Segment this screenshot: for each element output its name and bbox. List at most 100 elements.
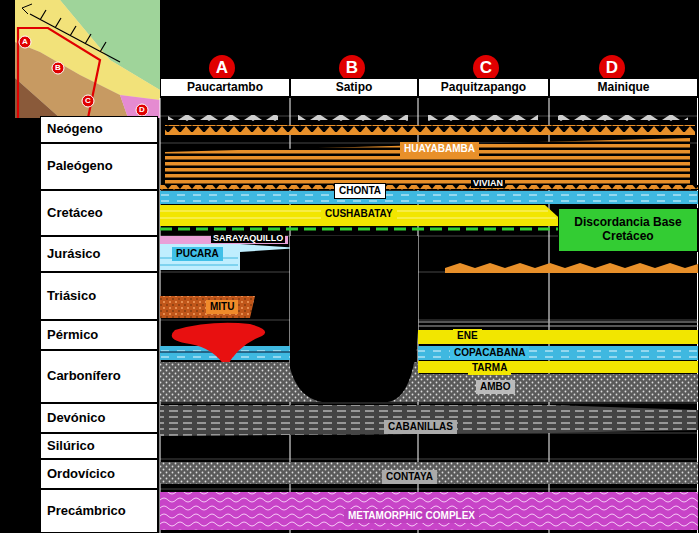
inset-map bbox=[136, 104, 148, 116]
node-text: C bbox=[480, 58, 492, 78]
formation-label: COPACABANA bbox=[450, 346, 529, 360]
strata bbox=[160, 405, 698, 436]
period-box: Jurásico bbox=[40, 236, 158, 272]
formation-label: CONTAYA bbox=[382, 470, 437, 484]
strata bbox=[160, 492, 698, 530]
map-marker: B bbox=[53, 63, 63, 72]
node-text: Triásico bbox=[47, 289, 96, 304]
strata bbox=[290, 236, 418, 402]
strata bbox=[165, 125, 695, 132]
formation-label: PUCARA bbox=[172, 247, 223, 261]
strata bbox=[160, 296, 255, 318]
section-header: Paquitzapango bbox=[418, 78, 549, 97]
formation-label: VIVIAN bbox=[471, 178, 505, 188]
map-marker: D bbox=[137, 105, 147, 114]
strata bbox=[418, 374, 698, 402]
inset-map bbox=[82, 95, 94, 107]
label-text: A bbox=[22, 37, 28, 46]
node-text: B bbox=[346, 58, 358, 78]
strata bbox=[160, 244, 300, 270]
node-text: HUAYABAMBA bbox=[404, 143, 475, 155]
inset-map bbox=[18, 28, 100, 118]
node-text: Satipo bbox=[336, 81, 373, 95]
node-text: Neógeno bbox=[47, 122, 103, 137]
formation-label: MITU bbox=[206, 300, 238, 314]
strata bbox=[418, 361, 698, 373]
section-header: Mainique bbox=[549, 78, 698, 97]
section-header: Satipo bbox=[290, 78, 418, 97]
inset-map bbox=[15, 0, 160, 118]
strata bbox=[298, 115, 408, 121]
period-box: Precámbrico bbox=[40, 489, 158, 533]
strata bbox=[160, 115, 698, 530]
grid-lines bbox=[160, 98, 698, 533]
node-text: COPACABANA bbox=[454, 347, 525, 359]
node-text: Silúrico bbox=[47, 439, 95, 454]
label-text: D bbox=[139, 105, 145, 114]
period-box: Carbonífero bbox=[40, 350, 158, 403]
strata bbox=[445, 263, 698, 273]
formation-label: ENE bbox=[453, 329, 482, 343]
strata bbox=[558, 115, 688, 121]
label-text: B bbox=[55, 63, 61, 72]
formation-label: CHONTA bbox=[334, 183, 386, 199]
formation-label: TARMA bbox=[468, 361, 511, 375]
node-text: CHONTA bbox=[339, 185, 381, 197]
strata bbox=[165, 132, 695, 135]
node-text: D bbox=[606, 58, 618, 78]
formation-label: METAMORPHIC COMPLEX bbox=[344, 509, 479, 523]
node-text: Precámbrico bbox=[47, 504, 126, 519]
inset-map bbox=[15, 42, 128, 118]
node-text: Paucartambo bbox=[187, 81, 263, 95]
period-box: Neógeno bbox=[40, 116, 158, 143]
formation-label: HUAYABAMBA bbox=[400, 142, 479, 156]
formation-label: CABANILLAS bbox=[384, 420, 457, 434]
unconformity-note: Discordancia Base Cretáceo bbox=[558, 208, 698, 252]
node-text: Carbonífero bbox=[47, 369, 121, 384]
node-text: CUSHABATAY bbox=[325, 208, 393, 220]
label-text: C bbox=[85, 96, 91, 105]
node-text: MITU bbox=[210, 301, 234, 313]
strata bbox=[160, 205, 568, 226]
node-text: Ordovícico bbox=[47, 467, 115, 482]
node-text: Paleógeno bbox=[47, 159, 113, 174]
grid-lines bbox=[160, 98, 698, 533]
node-text: Jurásico bbox=[47, 247, 100, 262]
strata bbox=[428, 115, 538, 121]
formation-label: SARAYAQUILLO bbox=[211, 233, 285, 243]
section-header: Paucartambo bbox=[160, 78, 290, 97]
strata bbox=[165, 138, 690, 186]
period-box: Silúrico bbox=[40, 433, 158, 459]
strata bbox=[418, 330, 698, 344]
period-box: Cretáceo bbox=[40, 190, 158, 236]
node-text: Mainique bbox=[597, 81, 649, 95]
period-box: Ordovícico bbox=[40, 459, 158, 489]
period-box: Devónico bbox=[40, 403, 158, 433]
formation-label: CUSHABATAY bbox=[321, 207, 397, 221]
formation-label: AMBO bbox=[476, 380, 515, 394]
grid-lines bbox=[160, 116, 698, 489]
strata bbox=[418, 346, 698, 360]
strata bbox=[168, 115, 278, 121]
node-text: TARMA bbox=[472, 362, 507, 374]
map-marker: C bbox=[83, 96, 93, 105]
node-text: Devónico bbox=[47, 411, 106, 426]
label-text: VIVIAN bbox=[473, 178, 503, 188]
node-text: Discordancia Base Cretáceo bbox=[559, 216, 697, 244]
label-text: SARAYAQUILLO bbox=[213, 233, 283, 243]
period-box: Triásico bbox=[40, 272, 158, 320]
inset-map bbox=[15, 78, 60, 118]
inset-map bbox=[22, 4, 32, 14]
node-text: Cretáceo bbox=[47, 206, 103, 221]
inset-map bbox=[30, 10, 120, 62]
map-marker: A bbox=[20, 37, 30, 46]
node-text: ENE bbox=[457, 330, 478, 342]
inset-map bbox=[19, 36, 31, 48]
inset-map bbox=[120, 95, 160, 118]
node-text: Pérmico bbox=[47, 328, 98, 343]
strata bbox=[160, 462, 698, 484]
period-box: Paleógeno bbox=[40, 143, 158, 190]
node-text: CONTAYA bbox=[386, 471, 433, 483]
